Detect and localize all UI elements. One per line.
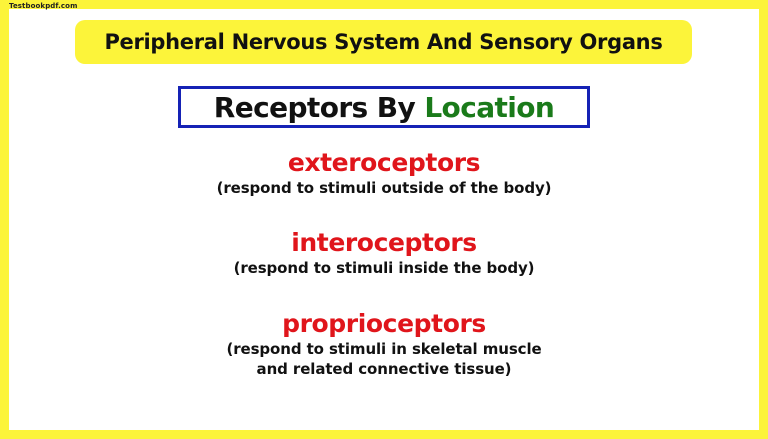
page-title: Peripheral Nervous System And Sensory Or… (104, 30, 663, 54)
receptor-entry-proprioceptors: proprioceptors (respond to stimuli in sk… (9, 309, 759, 379)
receptor-term: interoceptors (291, 228, 477, 257)
header-banner: Peripheral Nervous System And Sensory Or… (75, 20, 692, 64)
section-title: Receptors By Location (214, 91, 555, 124)
receptor-entry-exteroceptors: exteroceptors (respond to stimuli outsid… (9, 148, 759, 198)
watermark: Testbookpdf.com (9, 2, 78, 10)
receptor-description-line2: and related connective tissue) (256, 360, 512, 378)
receptor-description-line1: (respond to stimuli in skeletal muscle (226, 340, 542, 358)
receptor-description: (respond to stimuli outside of the body) (216, 179, 552, 197)
receptor-description: (respond to stimuli inside the body) (233, 259, 535, 277)
receptor-term: proprioceptors (282, 309, 486, 338)
section-title-prefix: Receptors By (213, 90, 425, 124)
receptor-entry-interoceptors: interoceptors (respond to stimuli inside… (9, 228, 759, 278)
section-title-highlight: Location (424, 90, 555, 124)
receptor-term: exteroceptors (287, 148, 481, 177)
section-title-box: Receptors By Location (178, 86, 590, 128)
